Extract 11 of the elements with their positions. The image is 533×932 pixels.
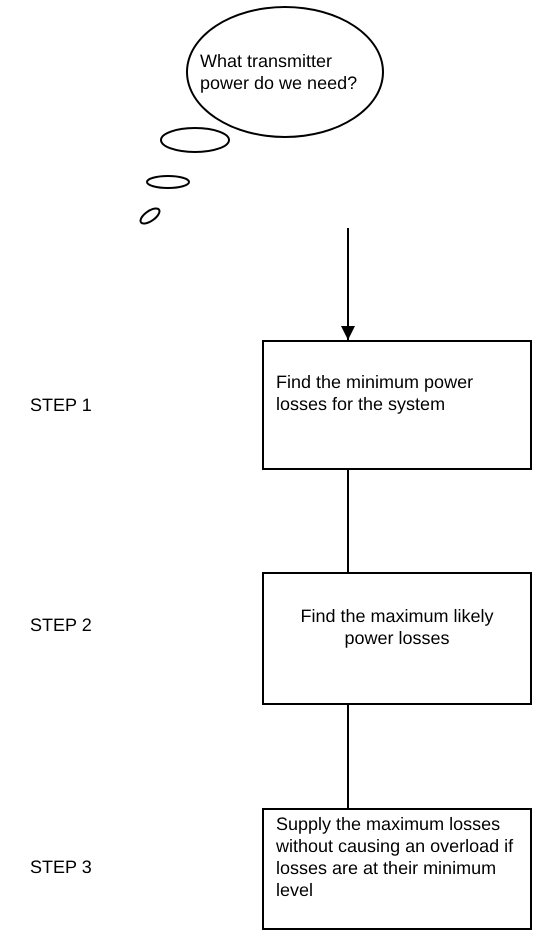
step-label: STEP 3 — [30, 856, 92, 878]
connector-arrow — [341, 228, 355, 340]
step-label: STEP 2 — [30, 614, 92, 636]
step-text: Supply the maximum losses without causing an overload if losses are at their minimum level — [276, 813, 514, 901]
step-label: STEP 1 — [30, 394, 92, 416]
thought-text: What transmitter power do we need? — [200, 50, 358, 94]
process-box — [262, 808, 532, 930]
step-text: Find the minimum power losses for the system — [276, 371, 474, 415]
process-box — [262, 340, 532, 470]
step-text: Find the maximum likely power losses — [299, 604, 495, 648]
process-box — [262, 572, 532, 705]
